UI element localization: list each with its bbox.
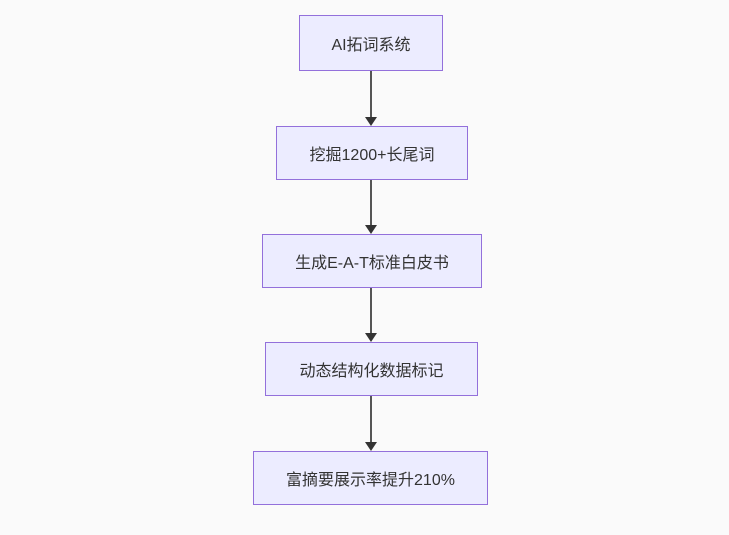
flow-node-eat-whitepaper: 生成E-A-T标准白皮书 — [262, 234, 482, 288]
flow-node-rich-snippet-result: 富摘要展示率提升210% — [253, 451, 488, 505]
arrow-line — [370, 396, 372, 442]
arrow-line — [370, 71, 372, 117]
arrow-line — [370, 180, 372, 225]
flow-node-structured-data-markup: 动态结构化数据标记 — [265, 342, 478, 396]
arrow-line — [370, 288, 372, 333]
flow-node-longtail-mining: 挖掘1200+长尾词 — [276, 126, 468, 180]
arrow-head-icon — [365, 333, 377, 342]
flow-node-ai-word-expansion: AI拓词系统 — [299, 15, 443, 71]
flow-arrow-3 — [364, 288, 378, 342]
flow-node-label: 动态结构化数据标记 — [299, 363, 444, 380]
arrow-head-icon — [365, 225, 377, 234]
flow-node-label: AI拓词系统 — [331, 37, 411, 54]
flow-node-label: 挖掘1200+长尾词 — [309, 147, 435, 164]
flow-node-label: 生成E-A-T标准白皮书 — [295, 255, 449, 272]
flow-arrow-4 — [364, 396, 378, 451]
flow-arrow-1 — [364, 71, 378, 126]
arrow-head-icon — [365, 117, 377, 126]
flow-node-label: 富摘要展示率提升210% — [286, 472, 455, 489]
arrow-head-icon — [365, 442, 377, 451]
flow-arrow-2 — [364, 180, 378, 234]
